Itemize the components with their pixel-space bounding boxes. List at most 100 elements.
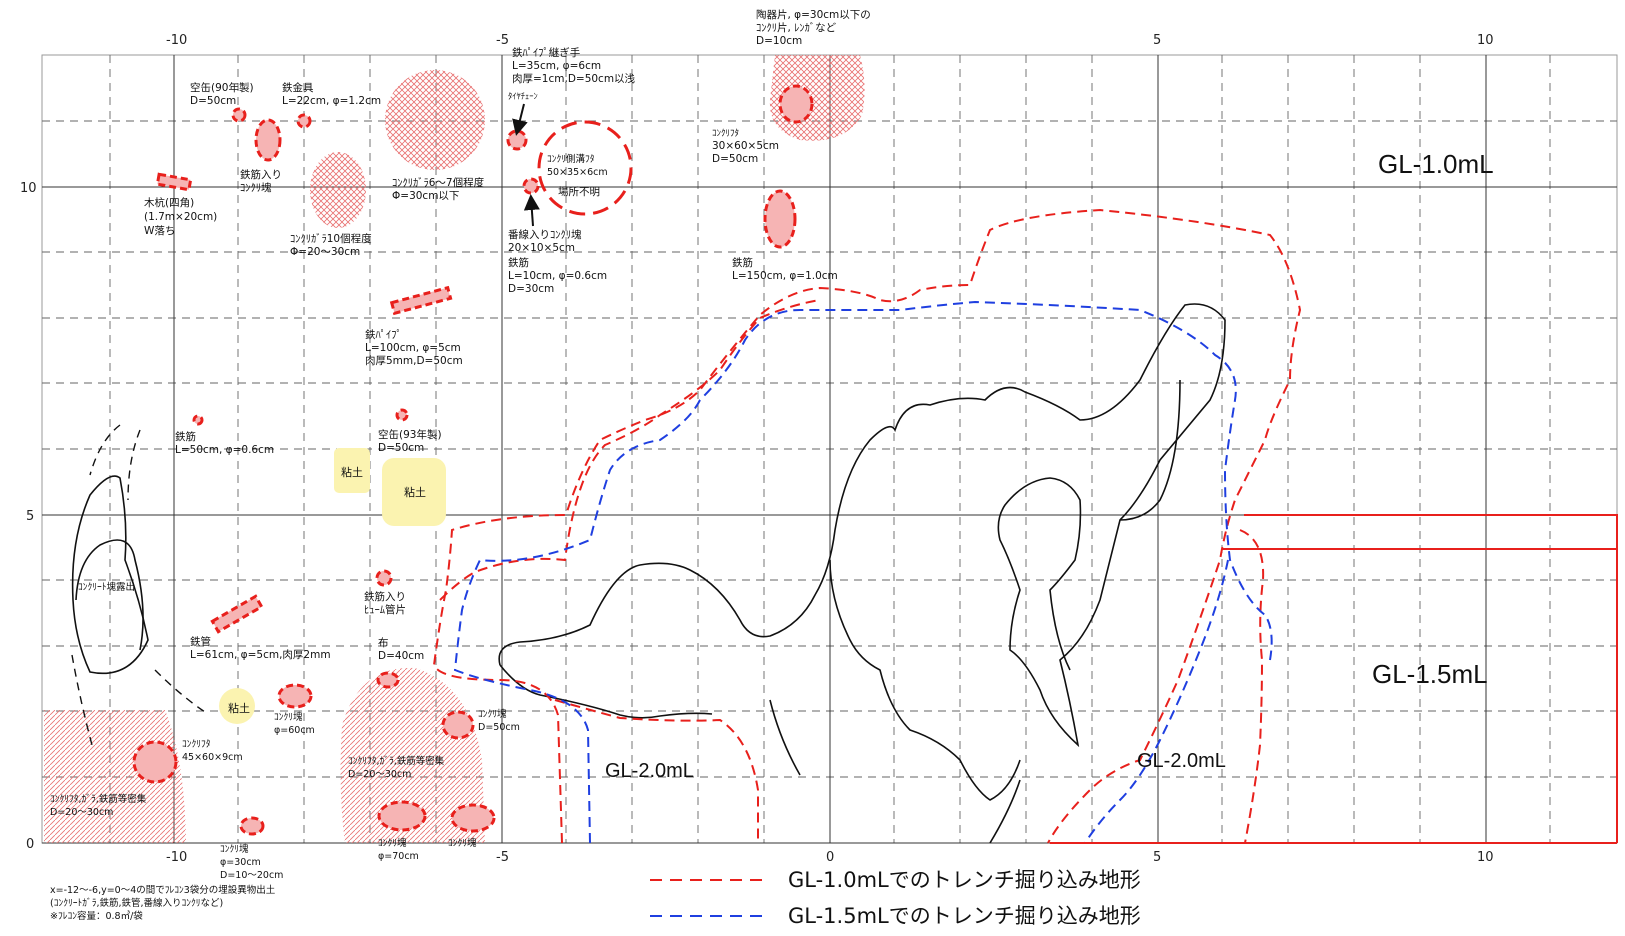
clay-patches: 粘土 粘土 粘土 [219,448,446,724]
y-tick: 0 [26,837,34,852]
gl20-boundary-e [989,779,1021,844]
x-tick: -10 [166,850,187,865]
label-unknown: 場所不明 [558,185,600,198]
label-tire: ﾀｲﾔﾁｪｰﾝ [508,92,538,102]
gl20-boundary-c [829,559,1021,801]
marker-hume [375,569,393,587]
zone-gl10: GL-1.0mL [1378,149,1494,179]
marker-lid45 [132,740,178,784]
marker-ditch [537,120,633,216]
gl10-outer [432,208,1302,844]
gl15-boundary [1050,514,1618,844]
gl20-boundary-f [769,699,801,776]
label-hume: 鉄筋入りﾋｭｰﾑ管片 [364,590,406,616]
gl15-right [1084,559,1229,844]
debris-area-gara67 [385,70,485,170]
x-tick: 10 [1477,33,1494,48]
marker-pipe100 [389,285,453,316]
x-tick: 0 [826,850,834,865]
x-tick: 5 [1153,850,1161,865]
gl10-trench-contour [432,208,1302,844]
clay-patch [382,458,446,526]
label-can93: 空缶(93年製)D=50cm [378,428,442,454]
gl15-box-outer [1244,514,1618,843]
gl10-inner [439,299,821,601]
x-tick: 5 [1153,33,1161,48]
label-can90: 空缶(90年製)D=50cm [190,81,254,107]
legend: GL-1.0mLでのトレンチ掘り込み地形 GL-1.5mLでのトレンチ掘り込み地… [650,868,1141,928]
clay-patch [334,448,370,493]
zone-labels: GL-1.0mL GL-1.5mL GL-2.0mL GL-2.0mL [605,149,1494,782]
marker-lid30 [763,189,797,249]
clay-patch [219,688,255,724]
ditch-lid-circle [537,120,633,216]
zone-gl15: GL-1.5mL [1372,659,1488,689]
x-tick: -5 [496,33,509,48]
y-axis: 10 5 0 [20,181,37,852]
arrow-tire [512,103,528,136]
gl20-outlines [71,303,1226,844]
marker-metal [296,113,312,129]
marker-ceramic [778,84,814,124]
y-tick: 10 [20,181,37,196]
gl15-outer [453,300,1273,844]
marker-block30 [239,816,265,836]
marker-rebar-block [254,118,282,162]
clay-label: 粘土 [341,465,363,479]
legend-label-gl10: GL-1.0mLでのトレンチ掘り込み地形 [788,868,1141,892]
exposed-concrete-dashed [71,424,206,746]
label-rebar-block: 鉄筋入りｺﾝｸﾘ塊 [240,168,282,194]
marker-pipe-joint [506,129,528,151]
marker-can90 [231,107,247,123]
marker-block70 [377,800,427,832]
label-post: 木杭(四角)(1.7m×20cm)W落ち [144,196,217,237]
marker-can93 [395,408,409,422]
gl20-boundary-a [498,303,1226,748]
exposed-concrete-outline [71,475,149,674]
debris-markers [132,84,814,836]
gl10-bottom [554,699,759,843]
label-exposed: ｺﾝｸﾘｰﾄ塊露出 [78,581,135,593]
x-tick: -10 [166,33,187,48]
clay-label: 粘土 [228,701,250,715]
marker-cloth [376,671,400,689]
marker-tube [210,594,264,634]
gl15-trench-contour [453,300,1273,844]
label-block-small: ｺﾝｸﾘ塊 [448,837,477,849]
dashed-outline [71,654,93,746]
marker-rebar50 [192,414,204,426]
legend-label-gl15: GL-1.5mLでのトレンチ掘り込み地形 [788,904,1141,928]
exposed-concrete-inner [75,539,144,651]
gl10-right [1239,529,1265,844]
arrow-numbered [523,194,540,227]
zone-gl20-right: GL-2.0mL [1137,750,1226,772]
marker-block-small [450,803,496,833]
x-tick: 10 [1477,850,1494,865]
footnote: x=-12～-6,y=0～4の間でﾌﾚｺﾝ3袋分の埋設異物出土 (ｺﾝｸﾘｰﾄｶ… [50,884,278,922]
debris-area-dense-mid [340,667,485,843]
marker-numbered [522,177,540,195]
x-tick: -5 [496,850,509,865]
gl20-boundary-b [499,664,713,719]
gl20-boundary-d [1119,379,1181,521]
marker-block60 [277,683,313,709]
dashed-outline [89,424,121,476]
